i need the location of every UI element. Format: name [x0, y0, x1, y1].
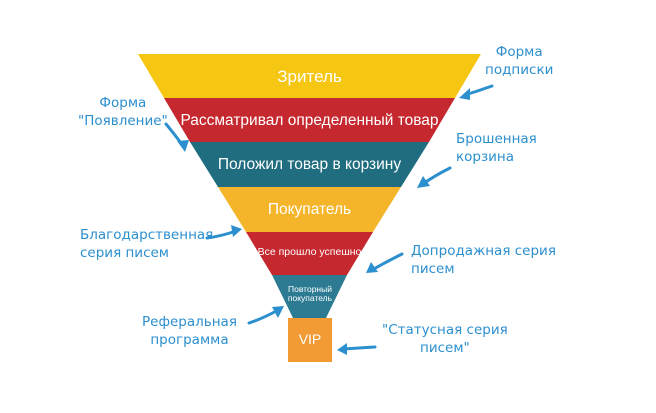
funnel-stage-repeat-buyer [272, 275, 347, 318]
funnel-stage-success [246, 232, 373, 275]
funnel-stage-viewer [138, 54, 481, 98]
annotation-line: программа [150, 331, 229, 348]
annotation-referral: Реферальная программа [142, 314, 237, 349]
arrowhead-icon [177, 140, 189, 152]
arrow-icon [370, 252, 404, 272]
funnel-stage-vip [288, 318, 332, 362]
annotation-line: Реферальная [142, 314, 237, 330]
stage-label-vip: VIP [298, 331, 322, 347]
annotation-line: серия писем [80, 244, 169, 261]
annotation-status-series: "Статусная серия писем" [382, 322, 508, 357]
stage-label-viewer: Зритель [277, 67, 342, 86]
annotation-line: писем [411, 260, 455, 277]
annotation-form-popup: Форма "Появление" [78, 95, 168, 130]
arrowhead-icon [459, 88, 470, 100]
stage-label-viewed-product: Рассматривал определенный товар [180, 112, 439, 129]
annotation-line: корзина [456, 148, 515, 165]
stage-label-added-to-cart: Положил товар в корзину [217, 156, 402, 173]
funnel-stage-viewed-product [164, 98, 455, 142]
arrowhead-icon [366, 262, 378, 273]
annotation-pre-sale-series: Допродажная серия писем [411, 243, 556, 278]
annotation-line: Форма [99, 95, 147, 111]
arrowhead-icon [231, 225, 242, 237]
arrow-icon [247, 308, 280, 325]
annotation-thank-you-series: Благодарственная серия писем [80, 227, 213, 262]
arrowhead-icon [337, 343, 347, 355]
funnel-stage-added-to-cart [190, 142, 429, 187]
annotation-line: писем" [420, 339, 470, 356]
arrowhead-icon [417, 176, 430, 188]
stage-label-success: Все прошло успешно [257, 246, 362, 258]
annotation-line: Допродажная серия [411, 243, 556, 259]
stage-label-buyer: Покупатель [267, 201, 352, 218]
annotation-line: Форма [495, 44, 543, 60]
annotation-line: Брошенная [456, 131, 537, 147]
annotation-line: "Статусная серия [382, 322, 508, 338]
annotation-line: Благодарственная [80, 227, 214, 243]
annotation-line: подписки [485, 61, 554, 78]
stage-label-repeat-buyer: Повторный покупатель [287, 284, 333, 304]
annotation-abandoned-cart: Брошенная корзина [456, 131, 537, 166]
arrow-icon [342, 345, 377, 351]
annotation-form-subscription: Форма подписки [485, 44, 553, 79]
arrowhead-icon [272, 306, 284, 318]
annotation-line: "Появление" [78, 112, 168, 129]
funnel-stage-buyer [218, 187, 401, 232]
arrow-heads [177, 88, 470, 355]
